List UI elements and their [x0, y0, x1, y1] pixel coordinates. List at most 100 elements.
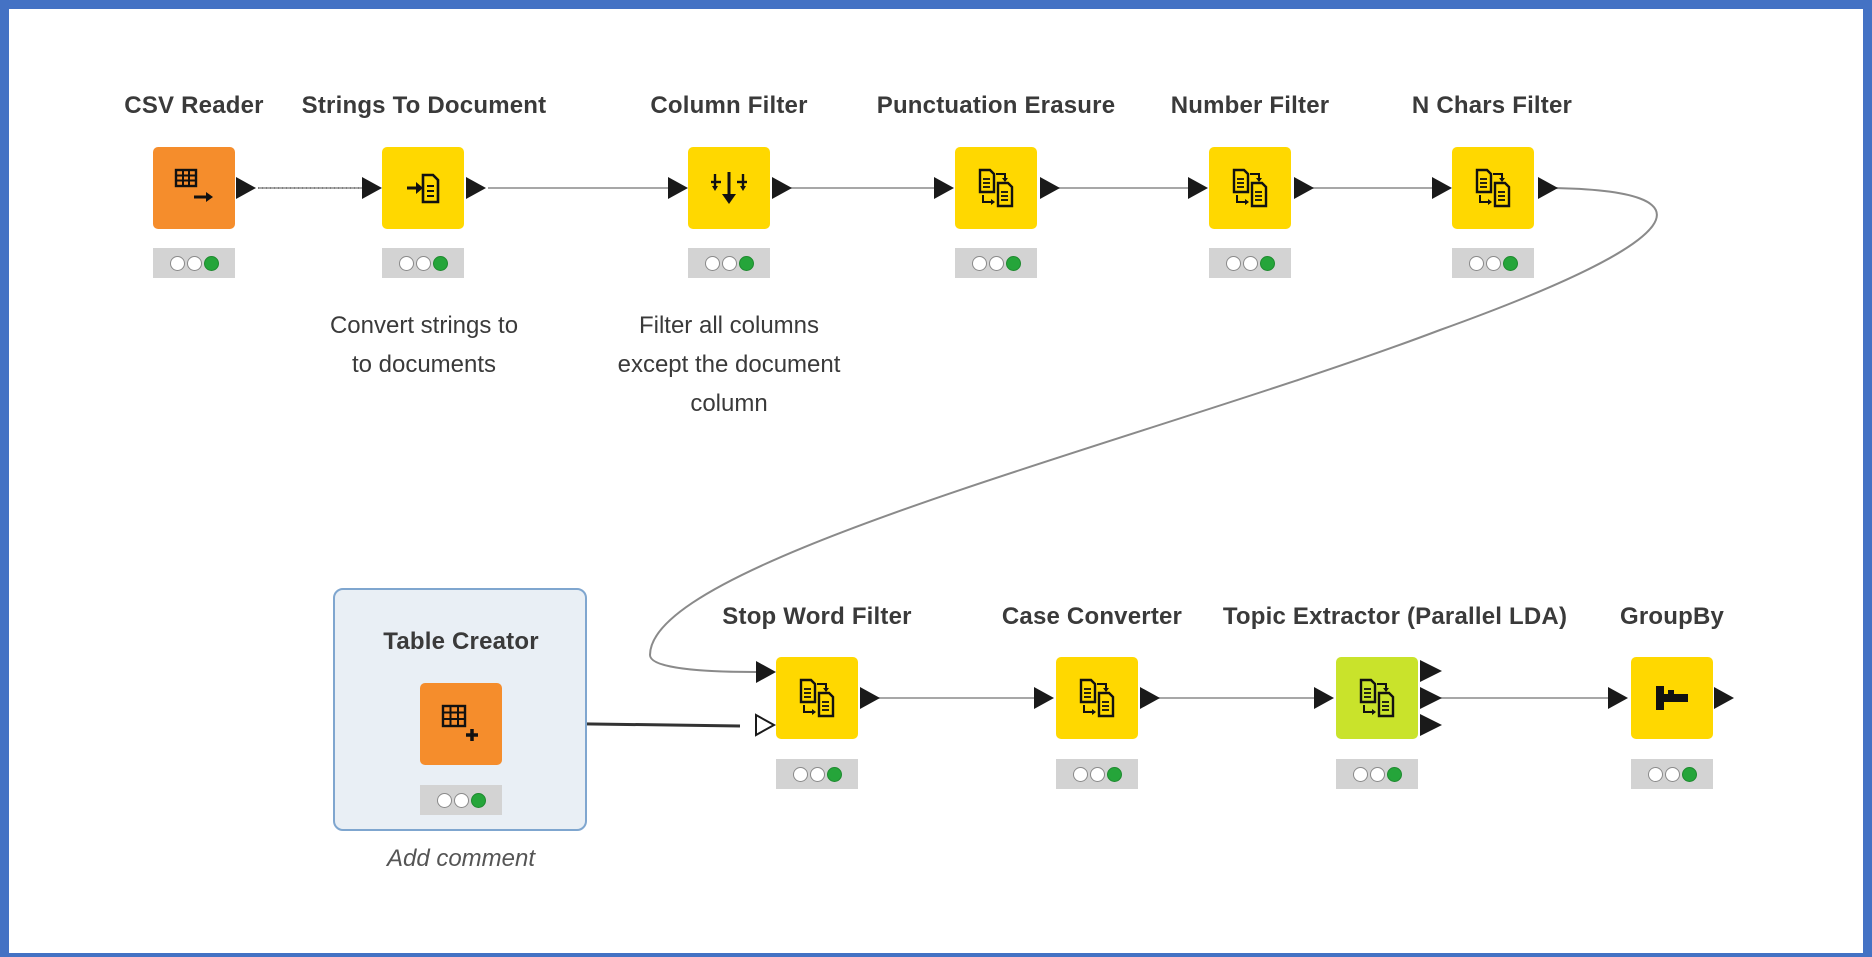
node-title-groupby[interactable]: GroupBy [1619, 603, 1725, 630]
node-status-column-filter [688, 248, 770, 278]
status-light-idle [1647, 766, 1663, 782]
node-title-strings-to-document[interactable]: Strings To Document [301, 92, 547, 119]
node-title-table-creator[interactable]: Table Creator [383, 628, 539, 655]
status-light-idle [1485, 255, 1501, 271]
status-light-idle [1352, 766, 1368, 782]
document-convert-icon [407, 173, 440, 204]
output-port [772, 177, 792, 199]
status-light-idle [1369, 766, 1385, 782]
output-port [1538, 177, 1558, 199]
node-case-converter[interactable] [1056, 657, 1138, 739]
input-port [668, 177, 688, 199]
status-light-executed [470, 792, 486, 808]
input-port [1188, 177, 1208, 199]
node-title-punctuation-erasure[interactable]: Punctuation Erasure [876, 92, 1116, 119]
connection-wire [648, 187, 1658, 673]
document-process-icon [1359, 678, 1395, 718]
document-process-icon [978, 168, 1014, 208]
node-status-strings-to-document [382, 248, 464, 278]
column-filter-icon [711, 172, 747, 204]
input-port [1432, 177, 1452, 199]
document-process-icon [1232, 168, 1268, 208]
document-process-icon [799, 678, 835, 718]
input-port [756, 661, 776, 683]
node-title-column-filter[interactable]: Column Filter [650, 92, 808, 119]
node-table-creator[interactable] [420, 683, 502, 765]
document-process-icon [1475, 168, 1511, 208]
document-process-icon [1079, 678, 1115, 718]
status-light-idle [169, 255, 185, 271]
status-light-idle [971, 255, 987, 271]
comment-line: Filter all columns [638, 312, 820, 339]
node-stop-word-filter[interactable] [776, 657, 858, 739]
output-port [1420, 714, 1442, 736]
status-light-executed [1005, 255, 1021, 271]
input-port [934, 177, 954, 199]
output-port [1140, 687, 1160, 709]
input-port [1608, 687, 1628, 709]
status-light-idle [721, 255, 737, 271]
status-light-executed [1502, 255, 1518, 271]
node-status-stop-word-filter [776, 759, 858, 789]
status-light-executed [1681, 766, 1697, 782]
status-light-idle [436, 792, 452, 808]
status-light-idle [1468, 255, 1484, 271]
input-port [362, 177, 382, 199]
status-light-executed [432, 255, 448, 271]
node-status-case-converter [1056, 759, 1138, 789]
node-title-topic-extractor[interactable]: Topic Extractor (Parallel LDA) [1222, 603, 1568, 630]
output-port [860, 687, 880, 709]
node-title-n-chars-filter[interactable]: N Chars Filter [1411, 92, 1573, 119]
add-comment-placeholder[interactable]: Add comment [386, 845, 536, 872]
output-port [1040, 177, 1060, 199]
comment-line: except the document [617, 351, 841, 378]
node-status-number-filter [1209, 248, 1291, 278]
node-number-filter[interactable] [1209, 147, 1291, 229]
status-light-idle [809, 766, 825, 782]
node-status-punctuation-erasure [955, 248, 1037, 278]
output-port [1294, 177, 1314, 199]
node-title-number-filter[interactable]: Number Filter [1170, 92, 1330, 119]
node-title-csv-reader[interactable]: CSV Reader [124, 92, 264, 119]
status-light-idle [1242, 255, 1258, 271]
status-light-idle [988, 255, 1004, 271]
comment-line: column [690, 390, 768, 417]
status-light-idle [186, 255, 202, 271]
status-light-idle [1072, 766, 1088, 782]
node-punctuation-erasure[interactable] [955, 147, 1037, 229]
status-light-idle [453, 792, 469, 808]
status-light-idle [1225, 255, 1241, 271]
node-topic-extractor[interactable] [1336, 657, 1418, 739]
node-comment-strings-to-document[interactable]: Convert strings to to documents [330, 306, 518, 384]
node-n-chars-filter[interactable] [1452, 147, 1534, 229]
status-light-idle [792, 766, 808, 782]
output-port [236, 177, 256, 199]
node-title-case-converter[interactable]: Case Converter [1001, 603, 1183, 630]
node-status-csv-reader [153, 248, 235, 278]
status-light-idle [415, 255, 431, 271]
output-port [466, 177, 486, 199]
status-light-idle [1664, 766, 1680, 782]
node-strings-to-document[interactable] [382, 147, 464, 229]
groupby-icon [1656, 686, 1688, 710]
status-light-executed [1259, 255, 1275, 271]
output-port [1714, 687, 1734, 709]
node-csv-reader[interactable] [153, 147, 235, 229]
node-comment-column-filter[interactable]: Filter all columns except the document c… [618, 306, 841, 423]
optional-input-port [755, 713, 777, 737]
node-title-stop-word-filter[interactable]: Stop Word Filter [722, 603, 912, 630]
status-light-idle [1089, 766, 1105, 782]
node-column-filter[interactable] [688, 147, 770, 229]
comment-line: Convert strings to [329, 312, 519, 339]
node-groupby[interactable] [1631, 657, 1713, 739]
output-port [1420, 687, 1442, 709]
input-port [1034, 687, 1054, 709]
input-port [1314, 687, 1334, 709]
output-port [1420, 660, 1442, 682]
table-read-icon [174, 168, 213, 202]
node-status-table-creator [420, 785, 502, 815]
node-status-n-chars-filter [1452, 248, 1534, 278]
status-light-executed [1386, 766, 1402, 782]
